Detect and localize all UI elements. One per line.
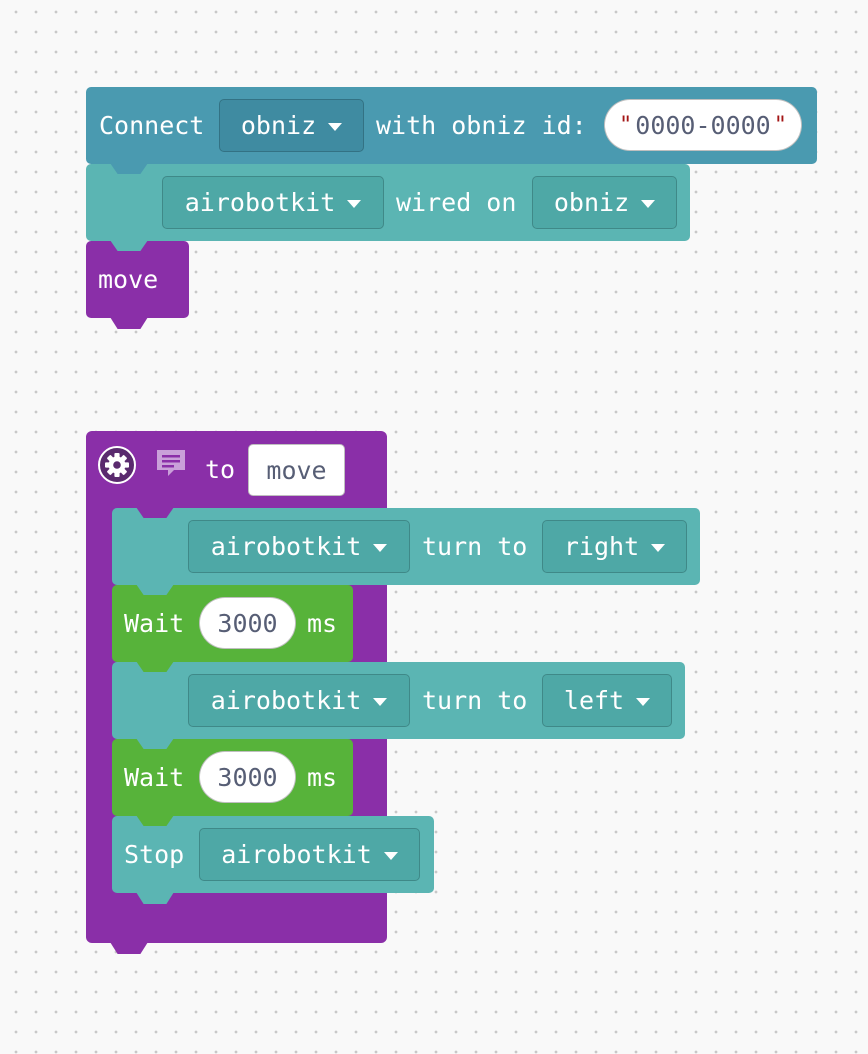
obniz-id-value: 0000-0000 — [635, 110, 771, 140]
stop-label: Stop — [124, 840, 185, 869]
gear-icon[interactable] — [97, 445, 137, 485]
turn-right-device-value: airobotkit — [210, 532, 362, 561]
with-obniz-id-label: with obniz id: — [376, 111, 587, 140]
caret-down-icon — [651, 543, 666, 552]
caret-down-icon — [373, 697, 388, 706]
wait-block-2[interactable]: Wait 3000 ms — [112, 738, 353, 816]
obniz-dropdown-value: obniz — [240, 111, 317, 140]
function-name-value: move — [266, 455, 327, 485]
block-notch — [110, 240, 148, 251]
connect-label: Connect — [99, 111, 205, 140]
wait-value-2: 3000 — [217, 762, 278, 792]
caret-down-icon — [641, 199, 656, 208]
quote-open: " — [619, 112, 633, 138]
block-notch — [136, 584, 174, 595]
quote-close: " — [773, 112, 787, 138]
function-name-input[interactable]: move — [248, 444, 345, 496]
block-tab — [110, 942, 148, 954]
block-notch — [136, 738, 174, 749]
caret-down-icon — [347, 199, 362, 208]
stop-device-dropdown[interactable]: airobotkit — [199, 828, 420, 881]
airobotkit-dropdown[interactable]: airobotkit — [162, 176, 384, 229]
turn-to-label: turn to — [422, 686, 528, 715]
to-label: to — [205, 455, 236, 484]
move-call-label: move — [98, 265, 159, 294]
direction-left-dropdown[interactable]: left — [542, 674, 672, 727]
comment-icon[interactable] — [154, 448, 188, 480]
caret-down-icon — [328, 122, 343, 131]
connect-block[interactable]: Connect obniz with obniz id: " 0000-0000… — [86, 87, 817, 164]
wired-obniz-dropdown[interactable]: obniz — [532, 176, 677, 229]
direction-right-dropdown[interactable]: right — [542, 520, 687, 573]
caret-down-icon — [383, 851, 398, 860]
caret-down-icon — [636, 697, 651, 706]
stop-device-value: airobotkit — [221, 840, 372, 869]
block-notch — [110, 163, 148, 174]
block-notch — [136, 661, 174, 672]
direction-right-value: right — [563, 532, 640, 561]
turn-left-device-value: airobotkit — [210, 686, 362, 715]
wait-label-2: Wait — [124, 763, 185, 792]
airobotkit-dropdown-value: airobotkit — [184, 188, 336, 217]
turn-right-device-dropdown[interactable]: airobotkit — [188, 520, 410, 573]
block-tab — [110, 317, 148, 329]
obniz-dropdown[interactable]: obniz — [219, 99, 364, 152]
turn-right-block[interactable]: airobotkit turn to right — [112, 507, 700, 585]
wait-input-2[interactable]: 3000 — [199, 751, 296, 803]
wait-block-1[interactable]: Wait 3000 ms — [112, 584, 353, 662]
move-call-block[interactable]: move — [86, 240, 189, 329]
caret-down-icon — [373, 543, 388, 552]
turn-left-block[interactable]: airobotkit turn to left — [112, 661, 685, 739]
direction-left-value: left — [563, 686, 625, 715]
wait-value-1: 3000 — [217, 608, 278, 638]
wait-label-1: Wait — [124, 609, 185, 638]
block-notch — [136, 815, 174, 826]
wait-input-1[interactable]: 3000 — [199, 597, 296, 649]
ms-label-2: ms — [307, 763, 338, 792]
wired-on-block[interactable]: airobotkit wired on obniz — [86, 163, 690, 241]
block-tab — [136, 892, 174, 904]
wired-obniz-dropdown-value: obniz — [553, 188, 630, 217]
wired-on-label: wired on — [396, 188, 517, 217]
obniz-id-input[interactable]: " 0000-0000 " — [604, 99, 802, 151]
turn-left-device-dropdown[interactable]: airobotkit — [188, 674, 410, 727]
turn-to-label: turn to — [422, 532, 528, 561]
stop-block[interactable]: Stop airobotkit — [112, 815, 434, 904]
block-notch — [136, 507, 174, 518]
ms-label-1: ms — [307, 609, 338, 638]
